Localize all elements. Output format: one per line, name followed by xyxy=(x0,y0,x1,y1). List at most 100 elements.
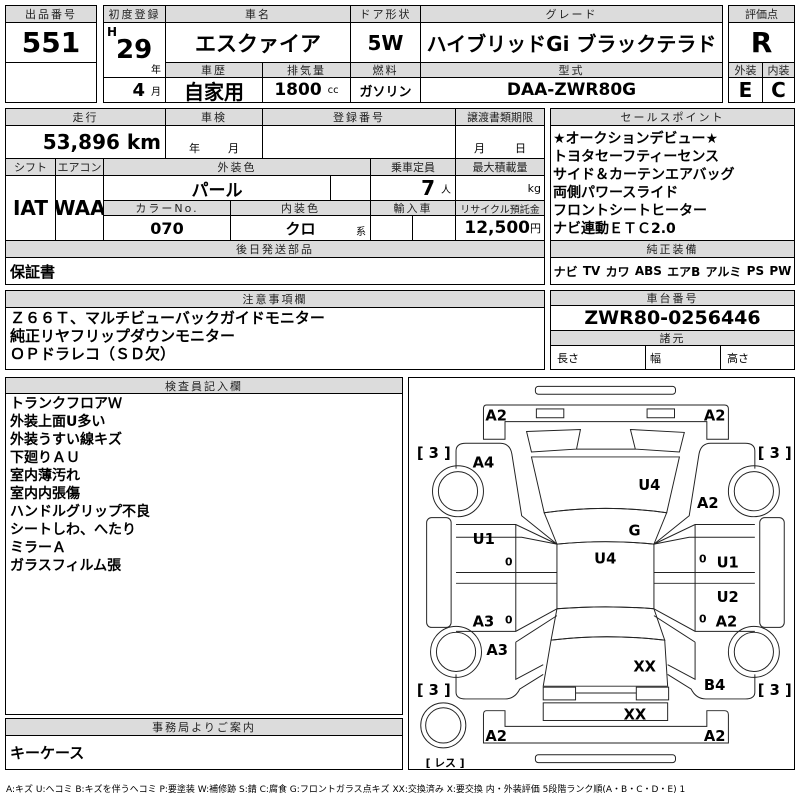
capacity: 7 xyxy=(421,176,435,200)
import-cell-2 xyxy=(412,215,456,241)
mirror-right xyxy=(759,517,785,628)
yen-unit: 円 xyxy=(530,222,541,235)
later-parts: 保証書 xyxy=(5,257,545,285)
displacement-label: 排気量 xyxy=(262,62,351,78)
front-bumper xyxy=(482,404,729,440)
inspection-cell: 年月 xyxy=(165,125,263,159)
mark-rear-panel: XX xyxy=(624,707,647,724)
displacement: 1800 xyxy=(274,80,322,100)
int-color: クロ xyxy=(285,219,316,238)
inspector-line: シートしわ、へたり xyxy=(10,522,136,538)
recycle-fee: 12,500 xyxy=(464,218,530,238)
rear-bumper xyxy=(482,710,729,744)
int-color-cell: クロ系 xyxy=(230,215,371,241)
office-note: キーケース xyxy=(5,735,403,770)
fender-right xyxy=(653,442,756,545)
transfer-month-unit: 月 xyxy=(474,142,485,155)
month-unit: 月 xyxy=(151,86,161,98)
legend: A:キズ U:ヘコミ B:キズを伴うヘコミ P:要塗装 W:補修跡 S:錆 C:… xyxy=(6,785,686,795)
spec-height: 高さ xyxy=(720,345,795,370)
sales-points-list: ★オークションデビュー★ トヨタセーフティーセンス サイド＆カーテンエアバッグ … xyxy=(553,130,734,238)
spare-tire xyxy=(420,702,467,749)
back-door xyxy=(542,636,669,687)
recycle-label: リサイクル預託金 xyxy=(455,200,545,216)
tire-tread-front-right: [ 3 ] xyxy=(758,445,792,462)
equipment-item: TV xyxy=(582,264,601,278)
doors-right xyxy=(653,524,755,632)
inspector-line: 外装上面U多い xyxy=(10,414,106,430)
sales-points-label: セールスポイント xyxy=(550,108,795,126)
inspector-line: ガラスフィルム張 xyxy=(10,558,122,574)
mark-rear-right: A2 xyxy=(704,728,726,745)
reg-year: 29 xyxy=(116,35,153,65)
int-color-label: 内装色 xyxy=(230,200,371,216)
mark-windshield: G xyxy=(628,522,640,539)
sales-point: サイド＆カーテンエアバッグ xyxy=(553,167,735,183)
tire-tread-rear-right: [ 3 ] xyxy=(758,682,792,699)
inspector-notes: トランクフロアＷ 外装上面U多い 外装うすい線キズ 下廻りＡＵ 室内薄汚れ 室内… xyxy=(5,393,403,715)
capacity-label: 乗車定員 xyxy=(370,158,456,176)
rear-glass xyxy=(550,606,666,641)
doors-left xyxy=(456,524,558,632)
int-score: C xyxy=(762,77,795,103)
inspection-label: 車検 xyxy=(165,108,263,126)
reg-month: 4 xyxy=(132,79,145,101)
headlight-left xyxy=(535,408,565,419)
displacement-cell: 1800 cc xyxy=(262,77,351,103)
ext-color-label: 外装色 xyxy=(103,158,371,176)
damage-diagram: A2 A2 A4 U4 A2 G U1 U4 U1 U2 A2 A3 A3 XX… xyxy=(408,377,795,770)
specs-label: 諸元 xyxy=(550,330,795,346)
ext-score-label: 外装 xyxy=(728,62,763,78)
equipment-item: ABS xyxy=(634,264,662,278)
notes-label: 注意事項欄 xyxy=(5,290,545,308)
tire-tread-rear-left: [ 3 ] xyxy=(417,682,451,699)
wheel-front-right xyxy=(727,465,780,518)
sales-point: ★オークションデビュー★ xyxy=(553,131,719,147)
transfer-day-unit: 日 xyxy=(515,142,526,155)
inspection-year-unit: 年 xyxy=(189,142,200,155)
grille xyxy=(525,428,685,453)
rear-bumper-strip xyxy=(534,754,676,764)
cc-unit: cc xyxy=(327,84,339,96)
seal-mark: 0 xyxy=(505,613,513,626)
import-label: 輸入車 xyxy=(370,200,456,216)
rear-panel xyxy=(542,702,669,721)
reg-no-label: 登録番号 xyxy=(262,108,456,126)
equipment-item: PW xyxy=(769,264,792,278)
equipment-item: カワ xyxy=(605,264,630,279)
mark-front-right: A2 xyxy=(704,408,726,425)
transfer-cell: 月日 xyxy=(455,125,545,159)
note-line: 純正リヤフリップダウンモニター xyxy=(10,327,236,345)
seal-mark: 0 xyxy=(505,556,513,569)
fuel: ガソリン xyxy=(350,77,421,103)
door-type: 5W xyxy=(350,22,421,63)
sales-point: 両側パワースライド xyxy=(553,185,679,201)
taillight-left xyxy=(542,686,577,701)
seal-mark: 0 xyxy=(699,613,707,626)
mark-rear-left: A2 xyxy=(485,728,507,745)
chassis-label: 車台番号 xyxy=(550,290,795,306)
mark-quarter-right: B4 xyxy=(704,677,725,694)
mark-fender-right: A2 xyxy=(697,495,719,512)
equipment-item: ナビ xyxy=(553,264,578,279)
first-reg-label: 初度登録 xyxy=(103,5,166,23)
taillight-right xyxy=(635,686,670,701)
shift: IAT xyxy=(5,175,56,241)
windshield xyxy=(543,507,668,545)
wheel-rear-left xyxy=(430,625,482,678)
notes-list: Ｚ６６Ｔ、マルチビューバックガイドモニター 純正リヤフリップダウンモニター ＯＰ… xyxy=(10,309,325,363)
mark-front-door-left: U1 xyxy=(473,531,495,548)
transfer-label: 譲渡書類期限 xyxy=(455,108,545,126)
spec-width: 幅 xyxy=(645,345,721,370)
inspector-line: 下廻りＡＵ xyxy=(10,450,80,466)
car-name: エスクァイア xyxy=(165,22,351,63)
lot-empty xyxy=(5,62,97,103)
score-label: 評価点 xyxy=(728,5,795,23)
headlight-right xyxy=(646,408,676,419)
seal-mark: 0 xyxy=(699,553,707,566)
inspector-line: トランクフロアＷ xyxy=(10,396,122,412)
